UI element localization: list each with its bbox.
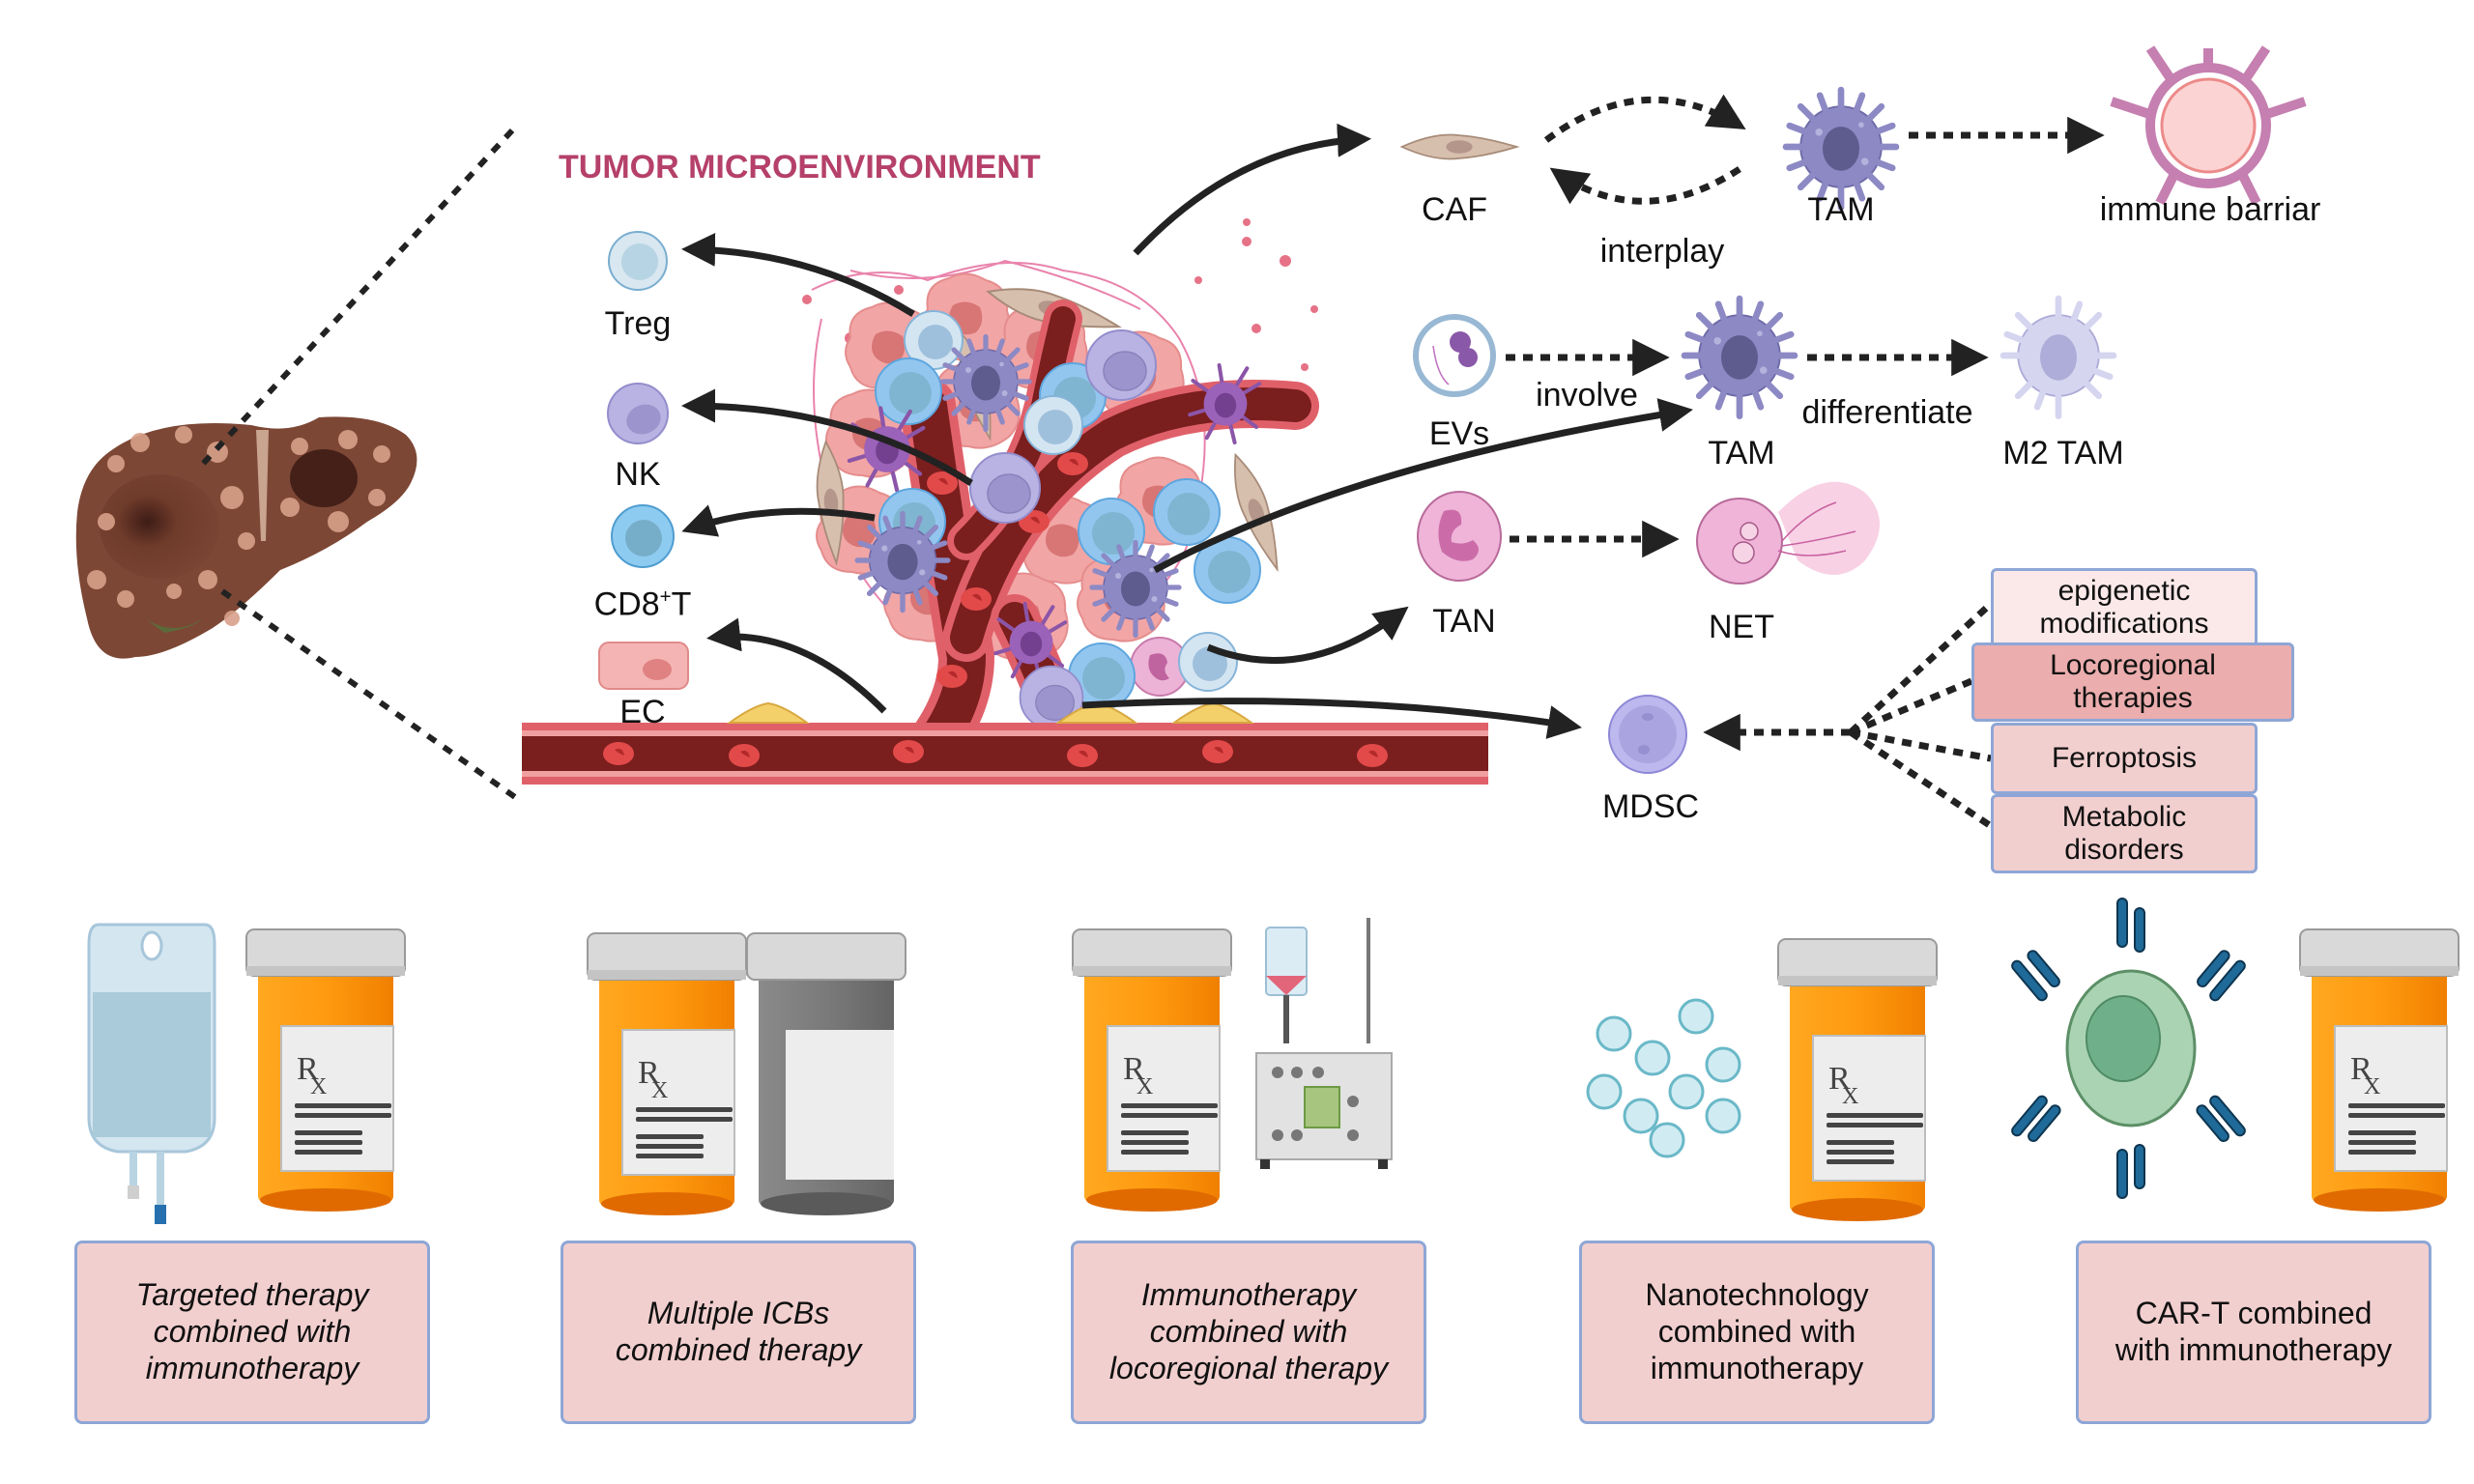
therapy-box-multiple-icbs: Multiple ICBs combined therapy [561, 1241, 916, 1424]
grey-pill-bottle-icon [746, 932, 906, 1215]
therapy-label: Nanotechnology combined with immunothera… [1645, 1277, 1869, 1385]
therapy-label: Multiple ICBs combined therapy [615, 1296, 862, 1367]
therapy-box-nanotechnology: Nanotechnology combined with immunothera… [1579, 1241, 1935, 1424]
label-ec: EC [619, 694, 666, 730]
factor-box-epigenetic: epigenetic modifications [1991, 568, 2258, 647]
treg-cell-icon [608, 231, 668, 291]
m2-tam-icon [2003, 299, 2114, 416]
cd8-t-cell-icon [611, 504, 675, 568]
label-net: NET [1709, 609, 1774, 645]
label-mdsc: MDSC [1601, 788, 1700, 825]
therapy-box-car-t: CAR-T combined with immunotherapy [2076, 1241, 2431, 1424]
factor-label: epigenetic modifications [2039, 575, 2209, 640]
perfusion-machine-icon [1255, 918, 1393, 1169]
label-immune-barrier: immune barriar [2099, 191, 2321, 228]
factor-label: Locoregional therapies [2050, 649, 2216, 714]
pill-bottle-icon [587, 932, 747, 1216]
pill-bottle-icon [1777, 938, 1938, 1222]
pill-bottle-icon [1072, 928, 1232, 1213]
left-arrows [681, 123, 1693, 739]
factor-box-ferroptosis: Ferroptosis [1991, 723, 2258, 794]
label-caf: CAF [1422, 191, 1487, 228]
label-differentiate: differentiate [1801, 394, 1973, 431]
tam-mid-icon [1684, 299, 1795, 416]
evs-icon [1413, 314, 1496, 397]
therapy-label: Immunotherapy combined with locoregional… [1108, 1277, 1389, 1385]
label-tam-2: TAM [1708, 435, 1775, 471]
pill-bottle-icon [245, 928, 406, 1213]
immune-barrier-icon [2110, 45, 2307, 206]
zoom-lines [200, 128, 524, 805]
tam-icon [1786, 90, 1896, 208]
label-tam-1: TAM [1807, 191, 1875, 228]
blood-vessel [522, 701, 1488, 785]
label-cd8-t: CD8+T [593, 585, 692, 623]
label-treg: Treg [604, 305, 672, 342]
factor-label: Metabolic disorders [2061, 801, 2187, 866]
endothelial-cell-icon [598, 642, 689, 690]
mdsc-icon [1608, 695, 1687, 774]
factor-box-metabolic: Metabolic disorders [1991, 794, 2258, 873]
label-interplay: interplay [1599, 233, 1725, 270]
iv-bag-icon [87, 923, 216, 1224]
label-cd8-sup: + [659, 586, 672, 608]
factor-box-locoregional: Locoregional therapies [1971, 642, 2294, 722]
nanoparticles-icon [1586, 998, 1741, 1158]
label-m2-tam: M2 TAM [2002, 435, 2124, 471]
dotted-arrows-mdsc [1703, 601, 1994, 829]
dotted-arrows-row1 [1543, 94, 2105, 205]
label-tan: TAN [1432, 603, 1496, 640]
tan-icon [1417, 491, 1502, 582]
tme-title: TUMOR MICROENVIRONMENT [559, 149, 1041, 186]
label-cd8-main: CD8 [593, 585, 660, 623]
net-icon [1696, 481, 1880, 585]
factor-label: Ferroptosis [2051, 742, 2198, 775]
therapy-box-targeted: Targeted therapy combined with immunothe… [74, 1241, 430, 1424]
label-cd8-suffix: T [671, 585, 692, 623]
nk-cell-icon [607, 383, 669, 444]
left-cells [598, 231, 689, 690]
pill-bottle-icon [2299, 928, 2460, 1213]
label-evs: EVs [1428, 415, 1490, 452]
therapy-box-locoregional: Immunotherapy combined with locoregional… [1071, 1241, 1426, 1424]
label-nk: NK [615, 456, 661, 493]
label-involve: involve [1536, 377, 1638, 414]
caf-icon [1400, 133, 1518, 160]
liver-illustration [75, 416, 417, 659]
therapy-label: CAR-T combined with immunotherapy [2114, 1296, 2393, 1367]
therapy-label: Targeted therapy combined with immunothe… [135, 1277, 369, 1385]
car-t-cell-icon [2011, 898, 2246, 1199]
